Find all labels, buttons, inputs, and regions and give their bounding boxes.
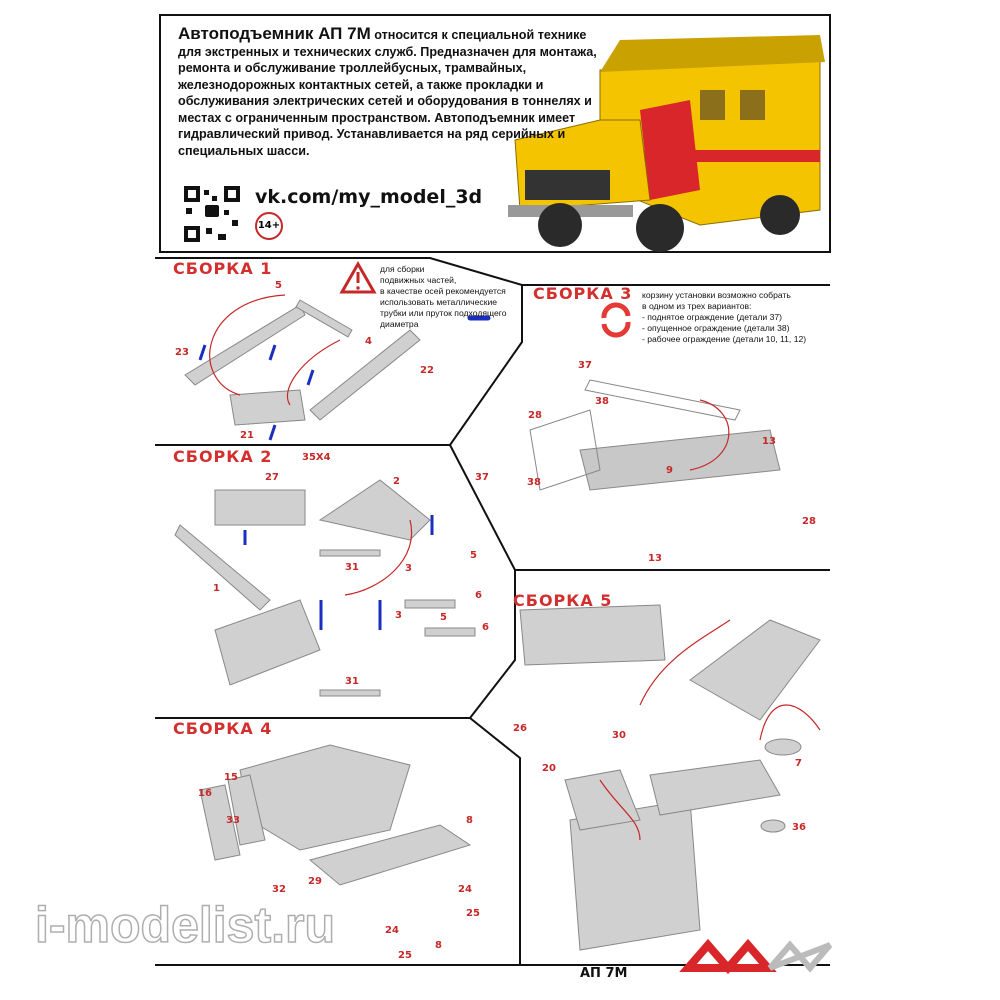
part-number: 22	[420, 365, 434, 376]
part-number: 13	[762, 436, 776, 447]
note-line: для сборки	[380, 264, 425, 274]
part-number: 2	[393, 476, 400, 487]
part-number: 20	[542, 763, 556, 774]
product-description: относится к специальной технике для экст…	[178, 28, 597, 158]
part-drawings	[174, 299, 821, 951]
note-line: - опущенное ограждение (детали 38)	[642, 323, 790, 333]
rotate-icon	[601, 302, 631, 338]
part-number: 31	[345, 676, 359, 687]
part-number: 29	[308, 876, 322, 887]
section-title-5: СБОРКА 5	[513, 591, 613, 610]
part-number: 31	[345, 562, 359, 573]
intro-text: Автоподъемник АП 7М относится к специаль…	[178, 24, 603, 159]
part-number: 3	[405, 563, 412, 574]
part-number: 27	[265, 472, 279, 483]
part-number: 32	[272, 884, 286, 895]
part-number: 25	[398, 950, 412, 961]
part-number: 9	[666, 465, 673, 476]
part-number: 38	[527, 477, 541, 488]
part-number: 37	[475, 472, 489, 483]
part-number: 24	[458, 884, 472, 895]
truck-image	[508, 35, 825, 252]
part-number: 26	[513, 723, 527, 734]
part-number: 21	[240, 430, 254, 441]
part-number: 28	[802, 516, 816, 527]
divider-s4	[469, 717, 521, 965]
divider-top	[155, 257, 830, 286]
note-line: диаметра	[380, 319, 419, 329]
part-number: 38	[595, 396, 609, 407]
part-number: 5	[470, 550, 477, 561]
part-number: 15	[224, 772, 238, 783]
part-number: 16	[198, 788, 212, 799]
part-number: 24	[385, 925, 399, 936]
divider-s2	[155, 570, 516, 719]
note-line: подвижных частей,	[380, 275, 457, 285]
section-title-4: СБОРКА 4	[173, 719, 273, 738]
section-title-2: СБОРКА 2	[173, 447, 273, 466]
part-number: 3	[395, 610, 402, 621]
part-number: 13	[648, 553, 662, 564]
warning-icon	[339, 260, 377, 294]
section-title-3: СБОРКА 3	[533, 284, 633, 303]
part-number: 5	[275, 280, 282, 291]
part-number: 25	[466, 908, 480, 919]
note-line: в одном из трех вариантов:	[642, 301, 752, 311]
part-number: 30	[612, 730, 626, 741]
mm-logo	[679, 938, 833, 975]
part-number: 8	[435, 940, 442, 951]
watermark: i-modelist.ru	[34, 897, 336, 953]
part-number: 37	[578, 360, 592, 371]
note-line: использовать металлические	[380, 297, 498, 307]
part-number: 35X4	[302, 452, 331, 463]
part-number: 5	[440, 612, 447, 623]
note-line: - поднятое ограждение (детали 37)	[642, 312, 783, 322]
part-number: 1	[213, 583, 220, 594]
part-number: 6	[482, 622, 489, 633]
product-title: Автоподъемник АП 7М	[178, 24, 371, 43]
footer-model-name: АП 7М	[580, 966, 628, 981]
intro-box	[159, 14, 831, 253]
part-number: 36	[792, 822, 806, 833]
qr-code	[184, 186, 240, 242]
note-line: трубки или пруток подходящего	[380, 308, 507, 318]
axle-markers	[198, 315, 491, 630]
section-title-1: СБОРКА 1	[173, 259, 273, 278]
part-number: 28	[528, 410, 542, 421]
part-number: 4	[365, 336, 372, 347]
divider-s1	[155, 285, 523, 446]
website-link[interactable]: vk.com/my_model_3d	[255, 186, 483, 208]
part-number: 23	[175, 347, 189, 358]
part-number: 8	[466, 815, 473, 826]
age-rating-badge: 14+	[255, 212, 283, 240]
note-line: в качестве осей рекомендуется	[380, 286, 506, 296]
part-number: 33	[226, 815, 240, 826]
note-line: - рабочее ограждение (детали 10, 11, 12)	[642, 334, 807, 344]
part-number: 6	[475, 590, 482, 601]
part-number: 7	[795, 758, 802, 769]
assembly-arrows	[209, 294, 821, 841]
note-line: корзину установки возможно собрать	[642, 290, 791, 300]
